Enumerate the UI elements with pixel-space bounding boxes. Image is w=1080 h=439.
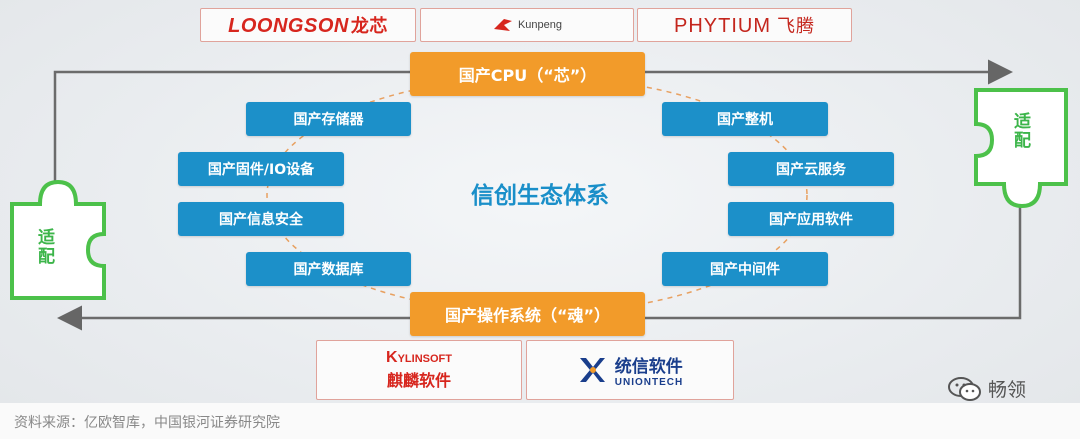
- left-puzzle-piece: [10, 179, 106, 300]
- uniontech-cn-name: 统信软件: [614, 357, 683, 377]
- item-application-software: 国产应用软件: [728, 202, 894, 236]
- kunpeng-name: Kunpeng: [517, 19, 563, 31]
- dashed-ring: [266, 76, 808, 314]
- phytium-cn-name: 飞腾: [777, 16, 815, 37]
- kunpeng-bird-icon: [493, 19, 512, 31]
- phytium-name: PHYTIUM: [674, 15, 771, 37]
- item-whole-machine: 国产整机: [662, 102, 828, 136]
- item-storage: 国产存储器: [246, 102, 411, 136]
- os-box: 国产操作系统（“魂”）: [410, 292, 645, 336]
- center-title: 信创生态体系: [471, 183, 609, 209]
- top-flow-line: [53, 70, 410, 200]
- item-firmware-io: 国产固件/IO设备: [178, 152, 344, 186]
- watermark: 畅领: [948, 375, 1026, 402]
- item-middleware: 国产中间件: [662, 252, 828, 286]
- kylin-logo: KYLINSOFT 麒麟软件: [316, 340, 522, 400]
- cpu-box: 国产CPU（“芯”）: [410, 52, 645, 96]
- bottom-flow-line: [645, 200, 1022, 320]
- uniontech-logo: 统信软件 UNIONTECH: [526, 340, 734, 400]
- uniontech-x-icon: [579, 358, 605, 382]
- source-note: 资料来源：亿欧智库，中国银河证券研究院: [14, 415, 280, 431]
- kylin-cn-name: 麒麟软件: [386, 371, 451, 390]
- watermark-text: 畅领: [988, 379, 1027, 401]
- right-puzzle-piece: [974, 88, 1068, 209]
- phytium-logo: PHYTIUM 飞腾: [637, 8, 852, 42]
- loongson-name: LOONGSON: [228, 15, 349, 37]
- footer-strip: [0, 403, 1080, 439]
- adapt-right-label: 适配: [1010, 112, 1030, 150]
- kylin-k: K: [386, 349, 398, 366]
- adapt-left-label: 适配: [34, 228, 54, 266]
- item-info-security: 国产信息安全: [178, 202, 344, 236]
- item-cloud-service: 国产云服务: [728, 152, 894, 186]
- uniontech-en-name: UNIONTECH: [614, 377, 684, 388]
- loongson-cn-name: 龙芯: [350, 16, 388, 36]
- wechat-icon: [948, 376, 981, 401]
- kylin-en-name: YLINSOFT: [397, 353, 452, 365]
- kunpeng-logo: Kunpeng: [420, 8, 634, 42]
- item-database: 国产数据库: [246, 252, 411, 286]
